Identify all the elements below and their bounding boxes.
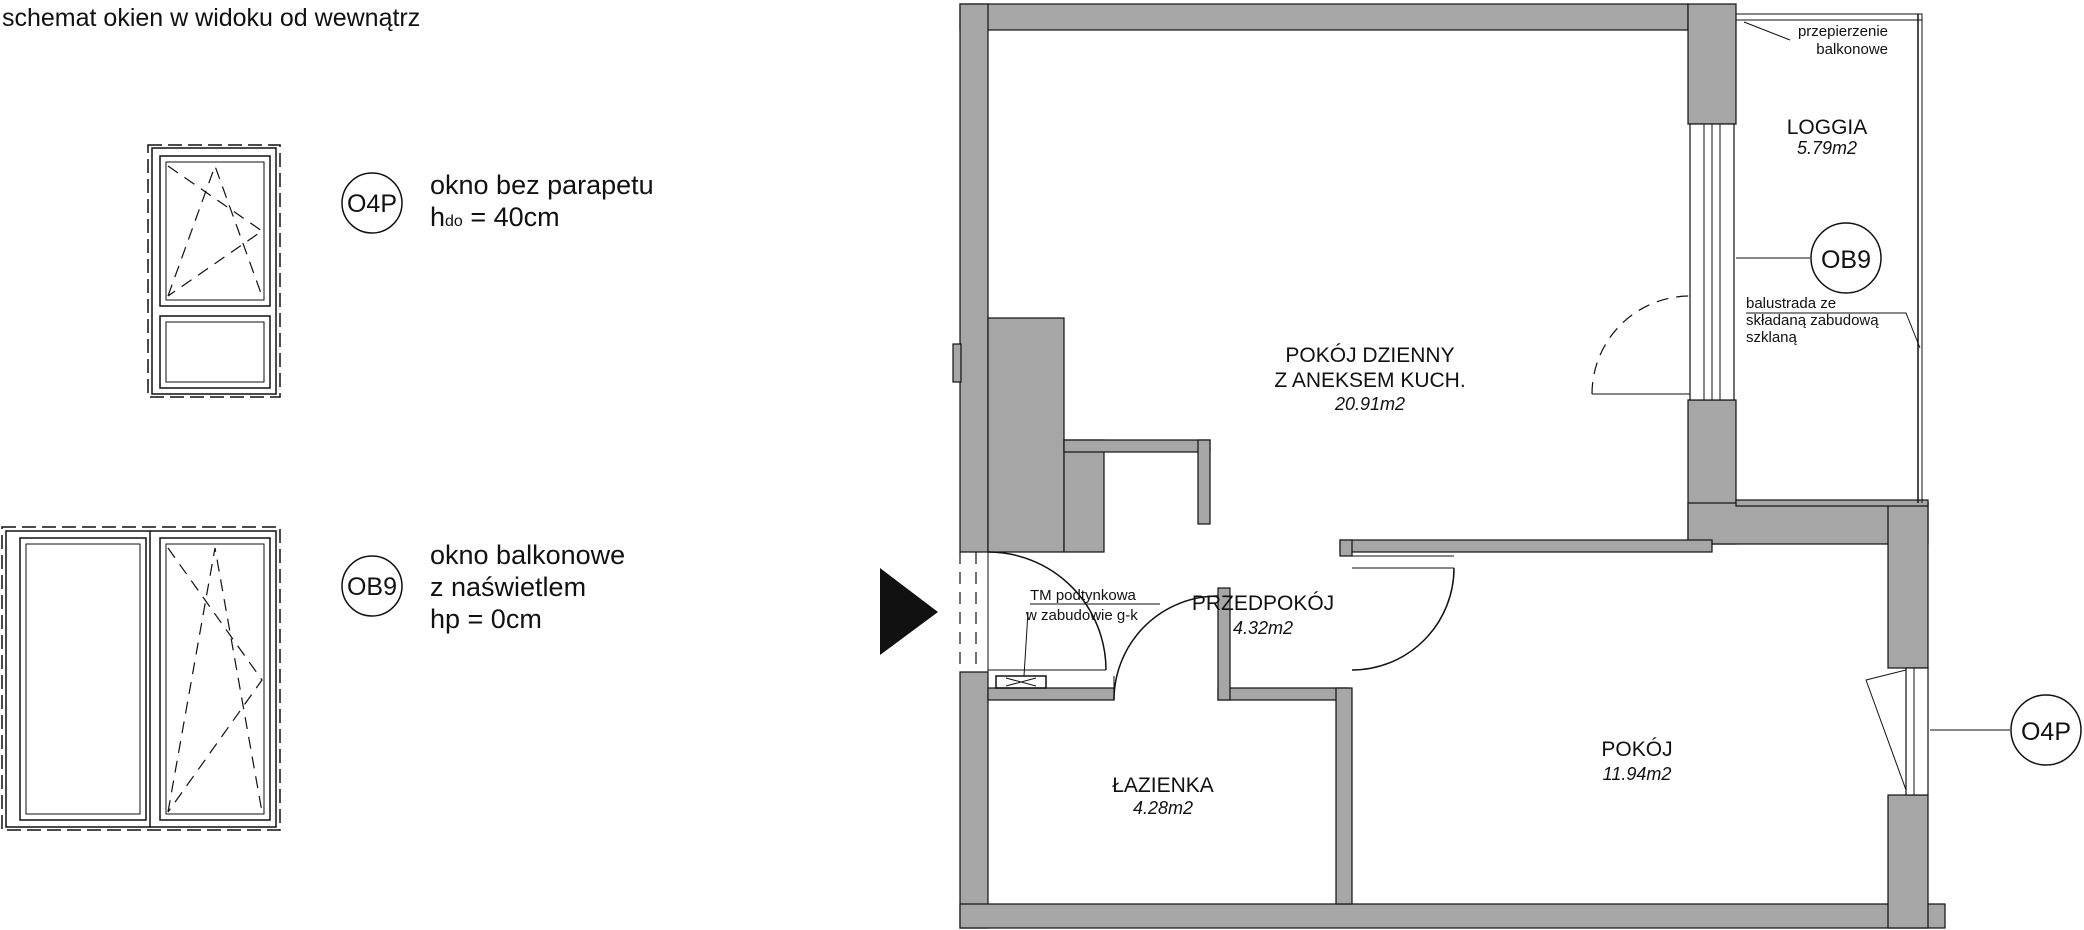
note-tm-line2: w zabudowie g-k <box>1025 607 1138 624</box>
note-railing-line3: szklaną <box>1746 329 1798 346</box>
note-partition-leader <box>1743 21 1791 41</box>
room-loggia-area: 5.79m2 <box>1797 138 1857 158</box>
note-partition-line2: balkonowe <box>1816 41 1888 58</box>
legend-ob9-line2: z naświetlem <box>430 572 586 602</box>
legend-ob9-line3: hp = 0cm <box>430 604 542 634</box>
legend-o4p-line1: okno bez parapetu <box>430 170 654 200</box>
room-bath-name: ŁAZIENKA <box>1112 774 1214 797</box>
room-living-area: 20.91m2 <box>1334 394 1405 414</box>
loggia-edge <box>1735 13 1923 503</box>
legend-tag-ob9: OB9 <box>341 555 403 617</box>
bedroom-window-o4p <box>1865 667 1929 796</box>
installation-box <box>995 611 1047 689</box>
room-bedroom-area: 11.94m2 <box>1603 764 1672 784</box>
legend-code-ob9: OB9 <box>347 573 397 601</box>
bedroom-door <box>1351 555 1455 671</box>
plan-tag-o4p-label: O4P <box>2021 718 2071 746</box>
plan-tag-o4p: O4P <box>1930 694 2082 766</box>
legend-o4p-line2: hdo = 40cm <box>430 202 560 232</box>
bathroom-door <box>1113 595 1219 701</box>
balcony-window-ob9 <box>1591 123 1735 401</box>
room-hall-area: 4.32m2 <box>1233 618 1293 638</box>
walls <box>952 3 1946 929</box>
room-living-name1: POKÓJ DZIENNY <box>1285 344 1454 367</box>
room-bath-area: 4.28m2 <box>1133 798 1193 818</box>
room-loggia-name: LOGGIA <box>1787 116 1868 139</box>
legend-window-ob9-drawing <box>1 526 281 831</box>
note-railing-line1: balustrada ze <box>1746 295 1836 312</box>
room-bedroom-name: POKÓJ <box>1601 738 1672 761</box>
plan-tag-ob9-label: OB9 <box>1821 246 1871 274</box>
note-railing-leader <box>1746 312 1921 349</box>
legend-code-o4p: O4P <box>347 190 397 218</box>
note-partition-line1: przepierzenie <box>1798 23 1888 40</box>
legend-tag-o4p: O4P <box>341 172 403 234</box>
legend-window-o4p-drawing <box>147 144 281 398</box>
entrance-arrow-icon <box>880 568 938 655</box>
room-living-name2: Z ANEKSEM KUCH. <box>1274 369 1465 392</box>
plan-tag-ob9: OB9 <box>1736 222 1882 294</box>
note-railing-line2: składaną zabudową <box>1746 312 1879 329</box>
page-heading: schemat okien w widoku od wewnątrz <box>2 4 420 32</box>
entrance-door <box>959 551 1107 672</box>
room-hall-name: PRZEDPOKÓJ <box>1192 592 1334 615</box>
note-tm-line1: TM podtynkowa <box>1030 587 1137 604</box>
legend-ob9-line1: okno balkonowe <box>430 540 625 570</box>
